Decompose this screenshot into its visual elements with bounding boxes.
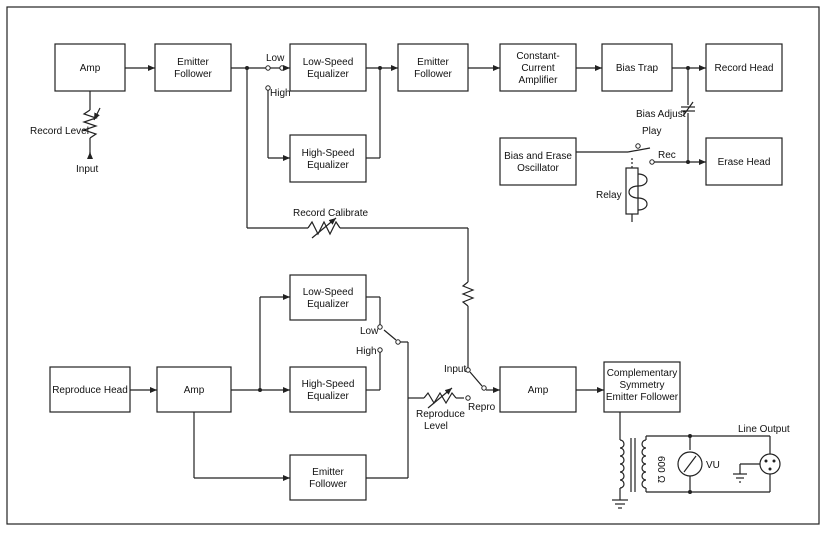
reproduce-level-label-line2: Level [424, 421, 448, 432]
amp-output-label: Amp [528, 385, 549, 396]
record-chain-wires [82, 65, 706, 222]
erase-head-block: Erase Head [705, 137, 783, 186]
amp-record-label: Amp [80, 63, 101, 74]
bias-trap-label: Bias Trap [616, 63, 659, 74]
lse-reproduce-line2: Equalizer [307, 299, 349, 310]
input-label-record: Input [76, 164, 98, 175]
record-head-block: Record Head [705, 43, 783, 92]
vu-label: VU [706, 460, 720, 471]
play-label: Play [642, 126, 661, 137]
diagram-frame [6, 6, 820, 525]
rec-label: Rec [658, 150, 676, 161]
hse-reproduce-line1: High-Speed [302, 379, 355, 390]
cca-line3: Amplifier [519, 75, 559, 86]
relay-label: Relay [596, 190, 622, 201]
high-speed-equalizer-block-reproduce: High-Speed Equalizer [289, 366, 367, 413]
emitter-follower-block-3: Emitter Follower [289, 454, 367, 501]
erase-head-label: Erase Head [718, 157, 771, 168]
bias-trap-block: Bias Trap [601, 43, 673, 92]
emitter-follower-2-line2: Follower [414, 69, 452, 80]
bias-osc-line2: Oscillator [517, 163, 559, 174]
bias-osc-line1: Bias and Erase [504, 151, 572, 162]
emitter-follower-3-line1: Emitter [312, 467, 344, 478]
lse-reproduce-line1: Low-Speed [303, 287, 354, 298]
hse-record-line1: High-Speed [302, 148, 355, 159]
bias-erase-oscillator-block: Bias and Erase Oscillator [499, 137, 577, 186]
emitter-follower-block-1: Emitter Follower [154, 43, 232, 92]
record-level-label: Record Level [30, 126, 89, 137]
bias-adjust-label: Bias Adjust [636, 109, 686, 120]
cca-line2: Current [521, 63, 555, 74]
input-label-reproduce: Input [444, 364, 466, 375]
constant-current-amplifier-block: Constant- Current Amplifier [499, 43, 577, 92]
cse-line3: Emitter Follower [606, 392, 679, 403]
emitter-follower-block-2: Emitter Follower [397, 43, 469, 92]
high-label-record: High [270, 88, 291, 99]
line-output-connector-icon [759, 453, 781, 475]
emitter-follower-3-line2: Follower [309, 479, 347, 490]
reproduce-head-label: Reproduce Head [52, 385, 128, 396]
high-label-reproduce: High [356, 346, 377, 357]
amp-block-reproduce: Amp [156, 366, 232, 413]
high-speed-equalizer-block-record: High-Speed Equalizer [289, 134, 367, 183]
amp-reproduce-label: Amp [184, 385, 205, 396]
cse-line1: Complementary [607, 368, 678, 379]
emitter-follower-2-line1: Emitter [417, 57, 449, 68]
record-calibrate-path [246, 68, 475, 368]
low-label-record: Low [266, 53, 285, 64]
low-speed-equalizer-block-record: Low-Speed Equalizer [289, 43, 367, 92]
complementary-symmetry-block: Complementary Symmetry Emitter Follower [603, 361, 681, 413]
ohms-label: 600 Ω [655, 456, 666, 483]
cse-line2: Symmetry [620, 380, 665, 391]
emitter-follower-1-line1: Emitter [177, 57, 209, 68]
lse-record-line2: Equalizer [307, 69, 349, 80]
reproduce-chain-wires [130, 294, 781, 509]
low-label-reproduce: Low [360, 326, 379, 337]
repro-label: Repro [468, 402, 496, 413]
low-speed-equalizer-block-reproduce: Low-Speed Equalizer [289, 274, 367, 321]
line-output-label: Line Output [738, 424, 790, 435]
hse-reproduce-line2: Equalizer [307, 391, 349, 402]
cca-line1: Constant- [516, 51, 559, 62]
reproduce-head-block: Reproduce Head [49, 366, 131, 413]
lse-record-line1: Low-Speed [303, 57, 354, 68]
amp-block-output: Amp [499, 366, 577, 413]
hse-record-line2: Equalizer [307, 160, 349, 171]
record-calibrate-label: Record Calibrate [293, 208, 368, 219]
amp-block-record: Amp [54, 43, 126, 92]
record-head-label: Record Head [715, 63, 774, 74]
emitter-follower-1-line2: Follower [174, 69, 212, 80]
reproduce-level-label-line1: Reproduce [416, 409, 465, 420]
